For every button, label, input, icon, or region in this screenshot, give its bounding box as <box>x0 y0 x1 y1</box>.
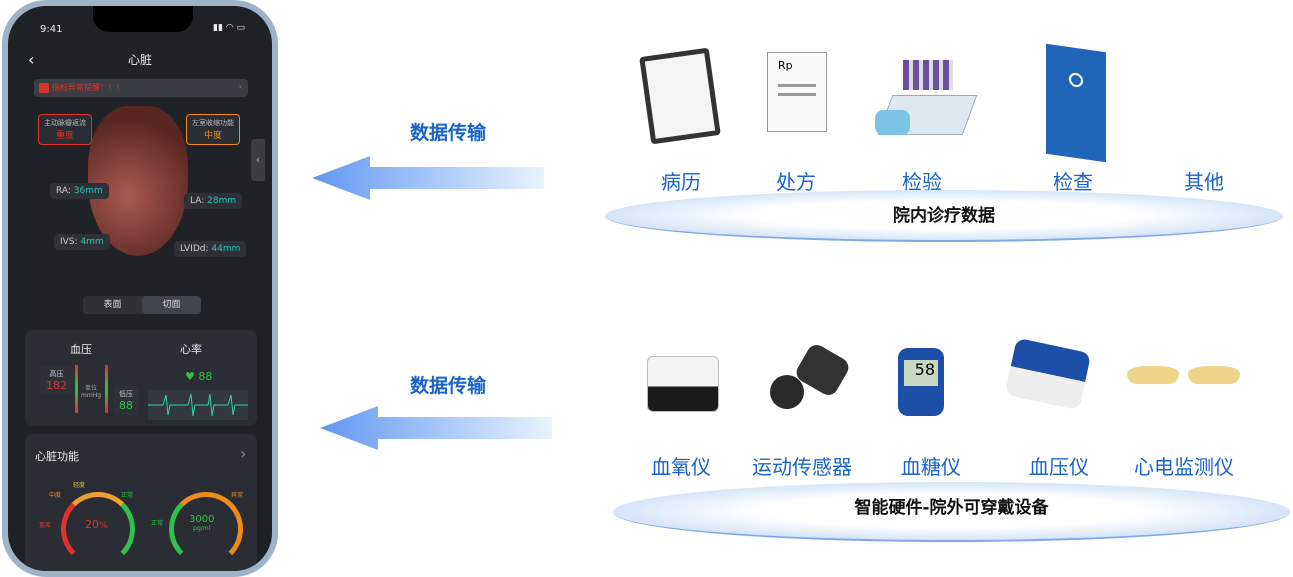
gauge-lvef <box>61 492 135 566</box>
alert-text: 指标异常提醒！！！ <box>52 83 124 92</box>
box-lv: 左室收缩功能中度 <box>186 114 240 145</box>
tag-lvidd: LVIDd: 44mm <box>174 241 247 257</box>
wearable-platform: 智能硬件-院外可穿戴设备 <box>613 482 1290 542</box>
page-title: 心脏 <box>128 53 153 67</box>
prescription-icon: Rp <box>767 52 827 132</box>
box-aortic: 主动脉瓣返流重度 <box>38 114 92 145</box>
hr-value: ♥ 88 <box>185 370 213 383</box>
gauge-bnp <box>169 492 243 566</box>
item-motion-sensor: 运动传感器 <box>752 455 852 479</box>
tab-surface[interactable]: 表面 <box>103 300 122 310</box>
body-scan-icon <box>1046 43 1106 163</box>
gauge-label: 正常 <box>151 520 164 527</box>
gauge-lvef-value: 20% <box>85 518 108 531</box>
view-toggle: 表面 切面 <box>83 296 201 314</box>
item-medical-record: 病历 <box>661 170 701 194</box>
heart-model[interactable] <box>88 106 188 256</box>
alert-banner[interactable]: 指标异常提醒！！！› <box>34 79 248 97</box>
motion-sensor-icon <box>770 375 804 409</box>
tag-ra: RA: 36mm <box>50 183 109 199</box>
item-ecg-monitor: 心电监测仪 <box>1134 455 1234 479</box>
gauge-label: 中度 <box>49 492 62 499</box>
arrow-left-icon <box>312 156 544 200</box>
glucose-meter-icon: 58 <box>898 348 944 416</box>
bp-bar <box>105 365 108 413</box>
transfer-label-bottom: 数据传输 <box>410 375 487 397</box>
notch <box>93 6 193 32</box>
gauge-label: 异常 <box>231 492 244 499</box>
status-time: 9:41 <box>40 24 63 35</box>
item-bp-monitor: 血压仪 <box>1029 455 1089 479</box>
tag-ivs: IVS: 4mm <box>54 234 110 250</box>
app-screen: 9:41 ▮▮ ◠ ▭ ‹ 心脏 指标异常提醒！！！› 主动脉瓣返流重度 左室收… <box>8 6 272 571</box>
oximeter-icon <box>647 356 719 412</box>
warning-icon <box>39 83 49 93</box>
bp-bar <box>75 365 78 413</box>
func-title: 心脏功能 <box>35 450 79 463</box>
hospital-platform: 院内诊疗数据 <box>605 190 1283 242</box>
hr-title[interactable]: 心率 <box>180 343 202 356</box>
test-tubes-icon <box>875 60 978 140</box>
gauge-label: 重度 <box>39 522 52 529</box>
clipboard-icon <box>639 47 721 145</box>
gauge-label: 轻度 <box>73 482 86 489</box>
item-other: 其他 <box>1184 170 1224 194</box>
side-panel-toggle[interactable]: ‹ <box>251 139 265 181</box>
bp-title[interactable]: 血压 <box>70 343 92 356</box>
status-icons: ▮▮ ◠ ▭ <box>213 23 245 33</box>
phone-mockup: 9:41 ▮▮ ◠ ▭ ‹ 心脏 指标异常提醒！！！› 主动脉瓣返流重度 左室收… <box>2 0 278 577</box>
item-glucose-meter: 血糖仪 <box>901 455 961 479</box>
item-examination: 检查 <box>1053 170 1093 194</box>
gauge-label: 正常 <box>121 492 134 499</box>
item-prescription: 处方 <box>776 170 816 194</box>
ecg-patch-icon <box>1127 366 1179 384</box>
tag-la: LA: 28mm <box>184 193 243 209</box>
item-oximeter: 血氧仪 <box>651 455 711 479</box>
ecg-patch-icon <box>1188 366 1240 384</box>
bp-monitor-icon <box>1004 337 1092 411</box>
chevron-right-icon: › <box>240 444 247 463</box>
transfer-label-top: 数据传输 <box>410 122 487 144</box>
back-icon[interactable]: ‹ <box>28 50 35 69</box>
arrow-left-icon <box>320 406 552 450</box>
ecg-wave <box>148 390 248 420</box>
tab-section[interactable]: 切面 <box>142 296 201 314</box>
